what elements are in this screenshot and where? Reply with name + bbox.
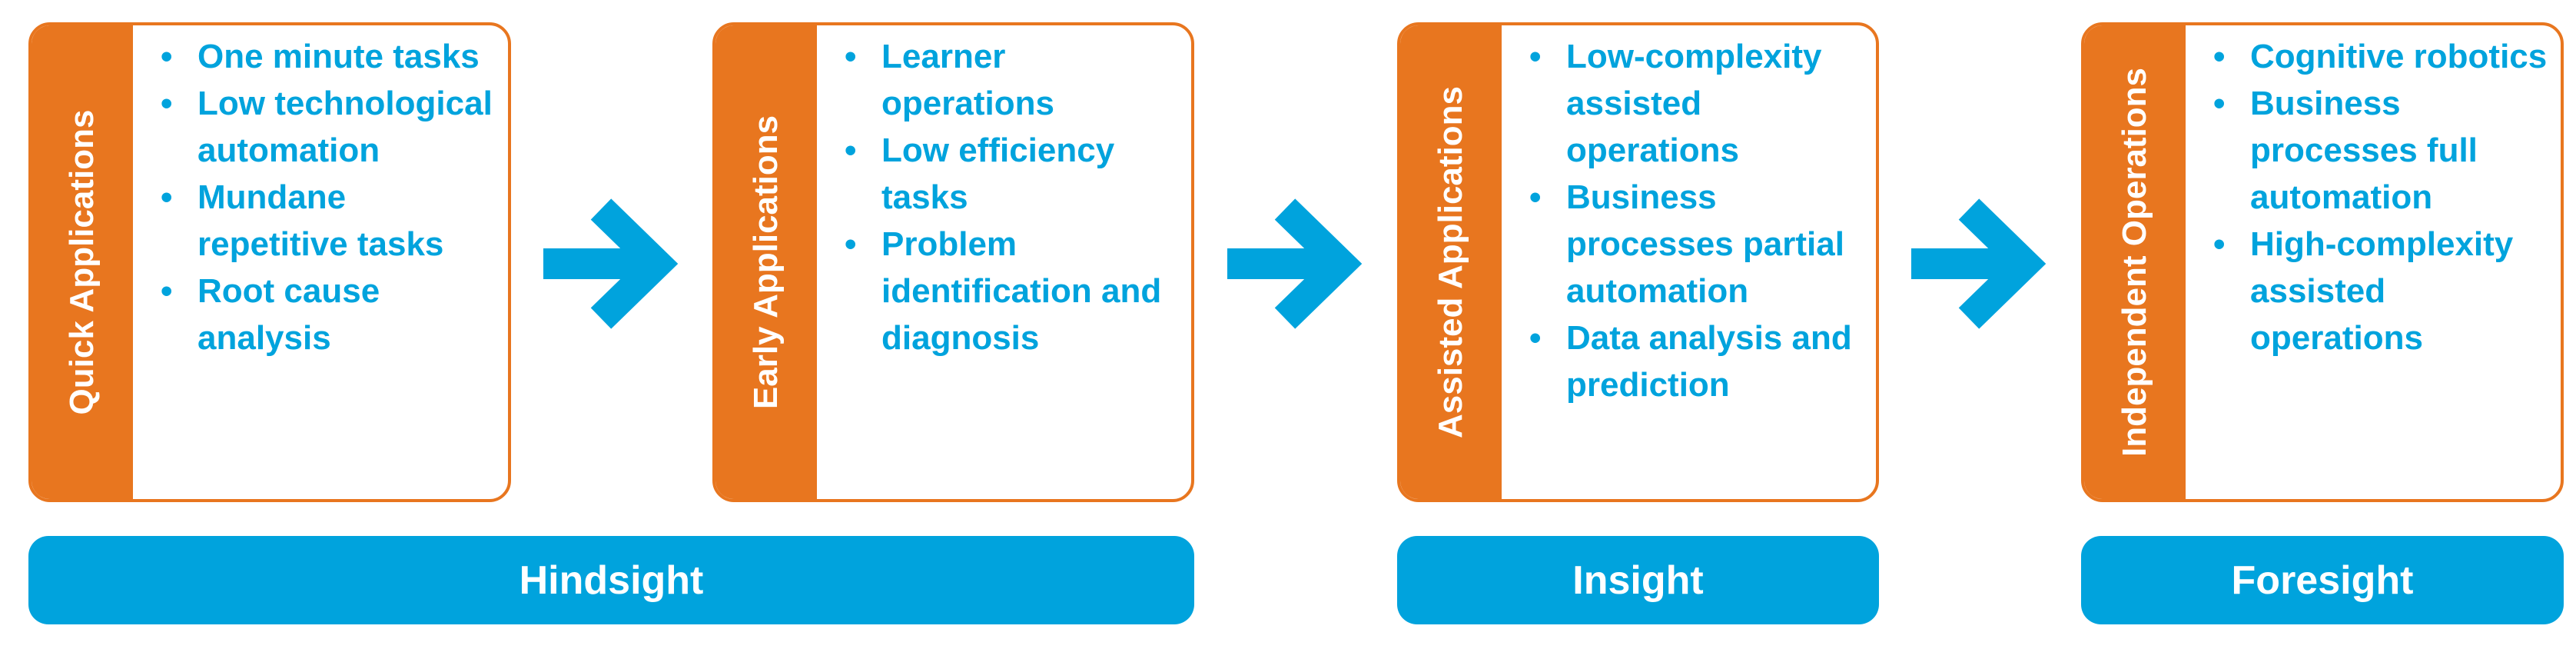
bullet-icon: • [1529, 38, 1542, 75]
stage-item-list: • Learner operations • Low efficiency task… [817, 25, 1191, 361]
stage-item-text: Low technological automation [198, 85, 493, 169]
stage-item-text: One minute tasks [198, 38, 480, 75]
stage-item-text: Mundane repetitive tasks [198, 178, 444, 263]
stage-card-early-applications: Early Applications • Learner operations •… [712, 22, 1194, 502]
stage-item: • Mundane repetitive tasks [161, 174, 499, 268]
stage-title-bar: Quick Applications [32, 25, 133, 499]
bullet-icon: • [2213, 38, 2226, 75]
stage-title: Independent Operations [2116, 67, 2153, 458]
stage-item: • Low efficiency tasks [845, 127, 1182, 221]
stage-item: • Problem identification and diagnosis [845, 221, 1182, 361]
stage-title-bar: Assisted Applications [1400, 25, 1502, 499]
stage-item: • Cognitive robotics [2213, 33, 2551, 80]
stage-item: • Low technological automation [161, 80, 499, 174]
bullet-icon: • [2213, 225, 2226, 263]
stage-item-text: Business processes partial automation [1566, 178, 1844, 310]
bullet-icon: • [845, 38, 857, 75]
bullet-icon: • [161, 85, 173, 122]
stage-item-text: Low efficiency tasks [881, 131, 1115, 216]
bullet-icon: • [845, 131, 857, 169]
band-label: Foresight [2231, 557, 2414, 603]
stage-item: • Root cause analysis [161, 268, 499, 361]
stage-title: Quick Applications [63, 109, 101, 415]
stage-card-independent-operations: Independent Operations • Cognitive roboti… [2081, 22, 2564, 502]
band-hindsight: Hindsight [28, 536, 1194, 624]
stage-item-text: Root cause analysis [198, 272, 380, 357]
stage-item: • High-complexity assisted operations [2213, 221, 2551, 361]
stage-item-text: Data analysis and prediction [1566, 319, 1852, 404]
arrow-right-icon [543, 198, 679, 329]
bullet-icon: • [161, 38, 173, 75]
stage-item-text: Learner operations [881, 38, 1054, 122]
arrow-right-icon [1227, 198, 1363, 329]
stage-item-list: • Low-complexity assisted operations • Bus… [1502, 25, 1876, 408]
arrow-right-icon [1911, 198, 2047, 329]
stage-item-list: • Cognitive robotics • Business processes … [2186, 25, 2561, 361]
bullet-icon: • [845, 225, 857, 263]
stage-item: • Business processes full automation [2213, 80, 2551, 221]
stage-title: Assisted Applications [1432, 85, 1469, 439]
stage-title: Early Applications [747, 115, 785, 410]
bullet-icon: • [161, 178, 173, 216]
stage-item: • Data analysis and prediction [1529, 315, 1867, 408]
bullet-icon: • [1529, 319, 1542, 357]
bullet-icon: • [2213, 85, 2226, 122]
stage-item: • Learner operations [845, 33, 1182, 127]
stage-item: • Low-complexity assisted operations [1529, 33, 1867, 174]
band-label: Insight [1572, 557, 1704, 603]
stage-item-text: Business processes full automation [2250, 85, 2478, 216]
stage-card-assisted-applications: Assisted Applications • Low-complexity as… [1397, 22, 1879, 502]
stage-card-quick-applications: Quick Applications • One minute tasks • Lo… [28, 22, 511, 502]
bullet-icon: • [161, 272, 173, 310]
stage-item-text: High-complexity assisted operations [2250, 225, 2514, 357]
stage-title-bar: Early Applications [715, 25, 817, 499]
bullet-icon: • [1529, 178, 1542, 216]
stage-title-bar: Independent Operations [2084, 25, 2186, 499]
stage-item: • Business processes partial automation [1529, 174, 1867, 315]
stage-item-text: Cognitive robotics [2250, 38, 2548, 75]
stage-item-text: Problem identification and diagnosis [881, 225, 1162, 357]
stage-item-text: Low-complexity assisted operations [1566, 38, 1822, 169]
stage-item-list: • One minute tasks • Low technological aut… [133, 25, 508, 361]
stage-item: • One minute tasks [161, 33, 499, 80]
band-foresight: Foresight [2081, 536, 2564, 624]
band-insight: Insight [1397, 536, 1879, 624]
band-label: Hindsight [519, 557, 704, 603]
